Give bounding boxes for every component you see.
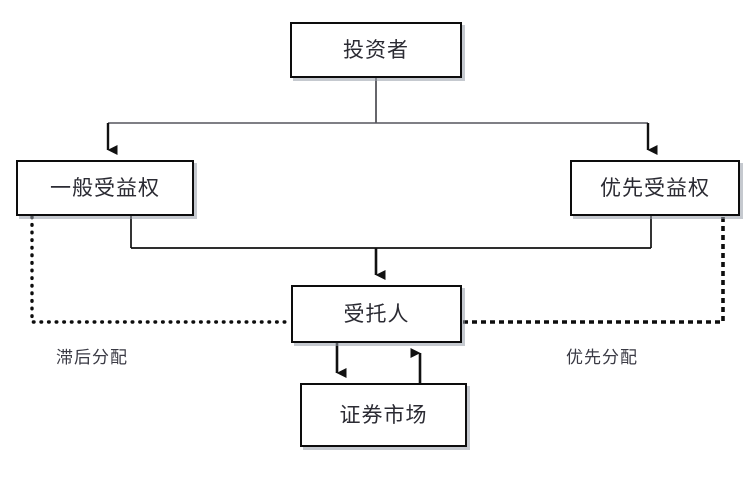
node-investor-label: 投资者 <box>343 37 409 62</box>
node-general-beneficiary[interactable]: 一般受益权 <box>16 160 194 216</box>
node-priority-beneficiary[interactable]: 优先受益权 <box>570 160 740 216</box>
node-general-beneficiary-label: 一般受益权 <box>50 175 160 200</box>
edge-label-priority-distribution: 优先分配 <box>566 348 638 368</box>
edge-priority-distribution <box>462 217 725 324</box>
edge-deferred-distribution <box>30 215 293 324</box>
node-investor[interactable]: 投资者 <box>290 22 462 78</box>
node-trustee-label: 受托人 <box>343 301 410 326</box>
node-securities-market-label: 证券市场 <box>339 402 428 427</box>
node-trustee[interactable]: 受托人 <box>291 285 462 343</box>
node-priority-beneficiary-label: 优先受益权 <box>600 175 710 200</box>
node-securities-market[interactable]: 证券市场 <box>300 383 467 447</box>
edge-label-deferred-distribution: 滞后分配 <box>56 348 128 368</box>
